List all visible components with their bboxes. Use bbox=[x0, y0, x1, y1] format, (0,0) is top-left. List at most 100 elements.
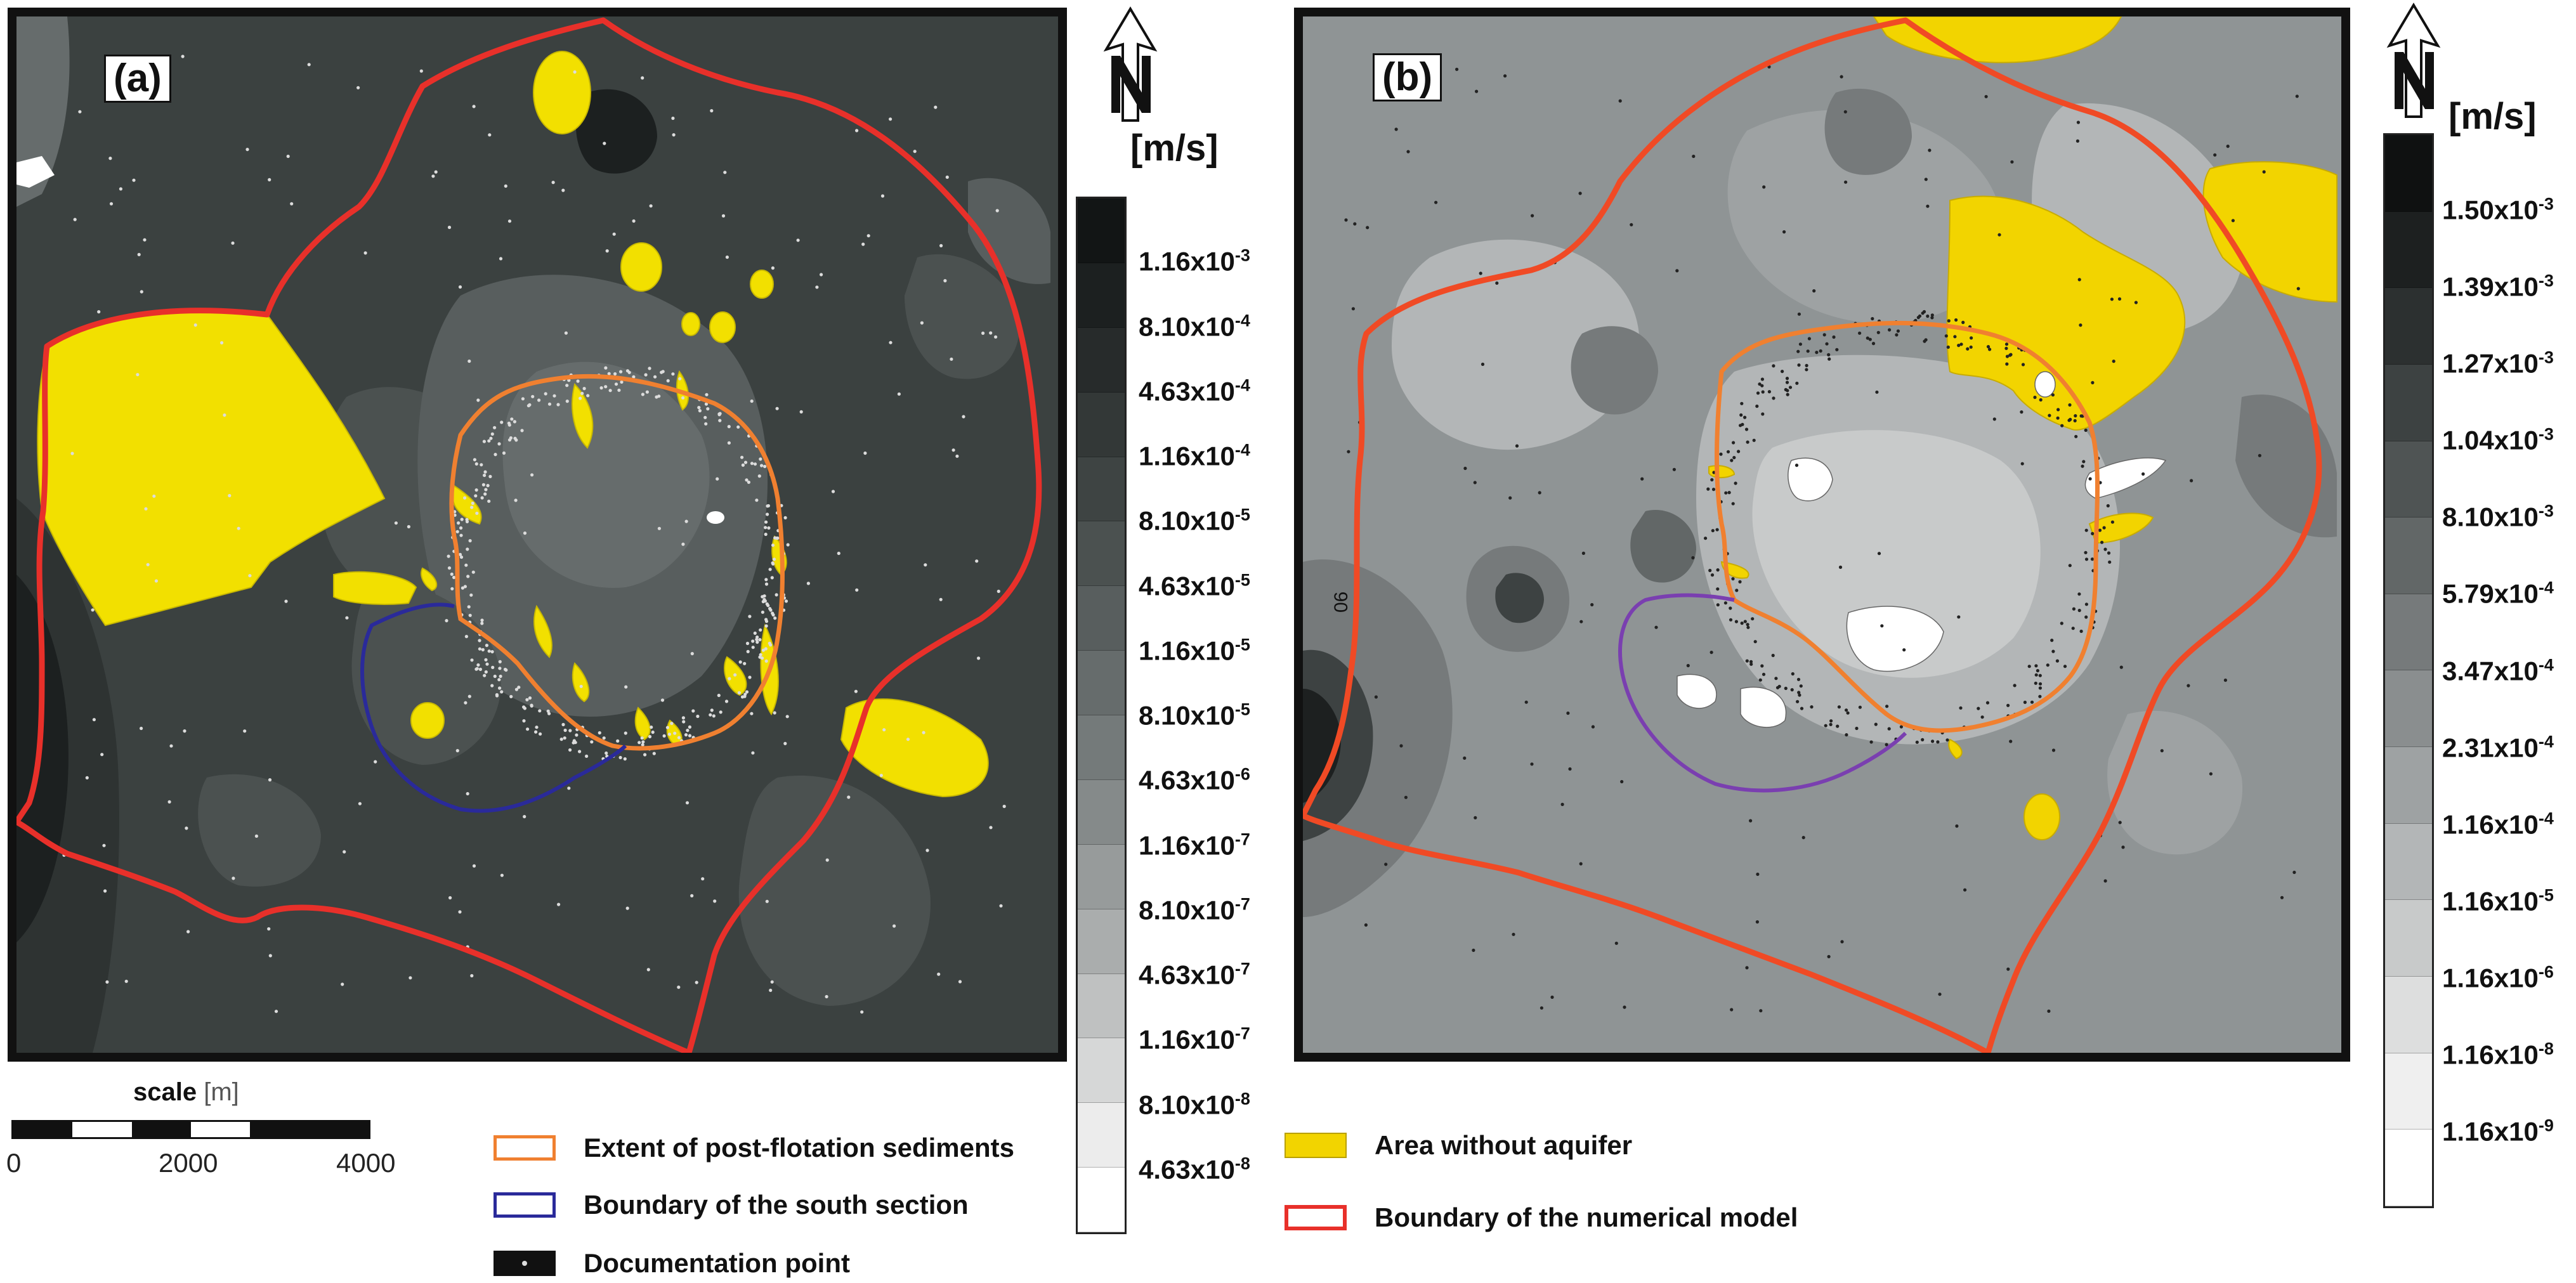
scale-bar bbox=[11, 1120, 370, 1139]
documentation-point bbox=[653, 375, 657, 379]
documentation-point bbox=[771, 266, 775, 270]
documentation-point bbox=[962, 415, 965, 419]
documentation-point bbox=[499, 674, 502, 678]
documentation-point bbox=[913, 150, 917, 153]
documentation-point bbox=[759, 457, 762, 461]
documentation-point bbox=[1711, 529, 1715, 533]
documentation-point bbox=[268, 954, 272, 958]
documentation-point bbox=[464, 635, 469, 639]
documentation-point bbox=[1503, 74, 1507, 78]
conductivity-contours-a bbox=[16, 16, 1050, 1053]
documentation-point bbox=[1344, 218, 1348, 222]
documentation-point bbox=[1762, 672, 1766, 676]
documentation-point bbox=[2005, 362, 2009, 366]
documentation-point bbox=[1955, 824, 1959, 828]
colorbar-swatch bbox=[2385, 364, 2432, 441]
documentation-point bbox=[522, 719, 526, 723]
documentation-point bbox=[994, 335, 998, 339]
documentation-point bbox=[785, 715, 789, 719]
documentation-point bbox=[2074, 414, 2077, 418]
documentation-point bbox=[1930, 316, 1934, 320]
documentation-point bbox=[447, 566, 452, 570]
documentation-point bbox=[2073, 419, 2077, 423]
documentation-point bbox=[764, 620, 769, 623]
documentation-point bbox=[690, 652, 694, 656]
documentation-point bbox=[769, 988, 773, 993]
documentation-point bbox=[504, 184, 507, 188]
documentation-point bbox=[743, 693, 747, 696]
documentation-point bbox=[623, 757, 627, 761]
documentation-point bbox=[580, 391, 584, 395]
documentation-point bbox=[1760, 384, 1764, 388]
documentation-point bbox=[2068, 403, 2072, 407]
documentation-point bbox=[762, 594, 766, 598]
documentation-point bbox=[1992, 417, 1996, 421]
documentation-point bbox=[1963, 888, 1967, 892]
documentation-point bbox=[498, 686, 502, 690]
documentation-point bbox=[1550, 995, 1554, 999]
documentation-point bbox=[2051, 649, 2055, 653]
documentation-point bbox=[1740, 622, 1744, 625]
documentation-point bbox=[1738, 580, 1742, 584]
documentation-point bbox=[2280, 895, 2284, 899]
documentation-point bbox=[578, 750, 582, 753]
documentation-point bbox=[1896, 329, 1900, 333]
documentation-point bbox=[724, 700, 729, 703]
documentation-point bbox=[1926, 204, 1930, 208]
documentation-point bbox=[688, 725, 691, 729]
documentation-point bbox=[1970, 336, 1973, 340]
documentation-point bbox=[1737, 450, 1741, 453]
documentation-point bbox=[764, 520, 768, 524]
documentation-point bbox=[85, 776, 89, 779]
documentation-point bbox=[480, 496, 484, 500]
documentation-point bbox=[641, 740, 645, 744]
documentation-point bbox=[2076, 139, 2079, 143]
documentation-point bbox=[1726, 450, 1730, 453]
no-aquifer-areas-b bbox=[1708, 16, 2337, 840]
documentation-point bbox=[547, 712, 551, 715]
colorbar-label: 4.63x10-6 bbox=[1139, 764, 1250, 795]
documentation-point bbox=[286, 154, 290, 159]
documentation-point bbox=[721, 214, 726, 218]
documentation-point bbox=[522, 705, 526, 709]
documentation-point bbox=[1760, 377, 1764, 381]
documentation-point bbox=[183, 729, 186, 733]
documentation-point bbox=[1984, 94, 1988, 98]
documentation-point bbox=[2295, 94, 2299, 98]
documentation-point bbox=[1591, 725, 1595, 729]
documentation-point bbox=[2117, 297, 2122, 301]
hydraulic-conductivity-map-a bbox=[16, 16, 1050, 1053]
documentation-point bbox=[820, 273, 823, 277]
documentation-point bbox=[660, 370, 664, 374]
documentation-point bbox=[480, 622, 484, 625]
documentation-point bbox=[1924, 338, 1928, 342]
documentation-point bbox=[1827, 357, 1831, 361]
documentation-point bbox=[498, 667, 502, 670]
documentation-point bbox=[144, 507, 148, 511]
documentation-point bbox=[738, 660, 742, 664]
documentation-point bbox=[1710, 651, 1713, 655]
documentation-point bbox=[697, 406, 701, 410]
colorbar-swatch bbox=[1078, 1168, 1125, 1232]
documentation-point bbox=[1845, 708, 1848, 712]
documentation-point bbox=[500, 873, 504, 877]
documentation-point bbox=[485, 644, 489, 648]
documentation-point bbox=[526, 727, 530, 731]
documentation-point bbox=[2084, 428, 2088, 433]
documentation-point bbox=[951, 448, 955, 452]
documentation-point bbox=[463, 585, 467, 589]
documentation-point bbox=[481, 648, 485, 652]
documentation-point bbox=[1797, 363, 1801, 367]
documentation-point bbox=[1623, 1005, 1626, 1009]
documentation-point bbox=[889, 117, 892, 121]
documentation-point bbox=[2046, 663, 2050, 667]
documentation-point bbox=[2119, 665, 2123, 669]
documentation-point bbox=[1761, 412, 1765, 416]
documentation-point bbox=[1858, 705, 1862, 709]
north-arrow-icon bbox=[1092, 5, 1168, 126]
documentation-point bbox=[751, 639, 755, 643]
documentation-point bbox=[561, 188, 565, 192]
documentation-point bbox=[2103, 547, 2107, 551]
documentation-point bbox=[1840, 75, 1843, 79]
documentation-point bbox=[466, 575, 470, 578]
